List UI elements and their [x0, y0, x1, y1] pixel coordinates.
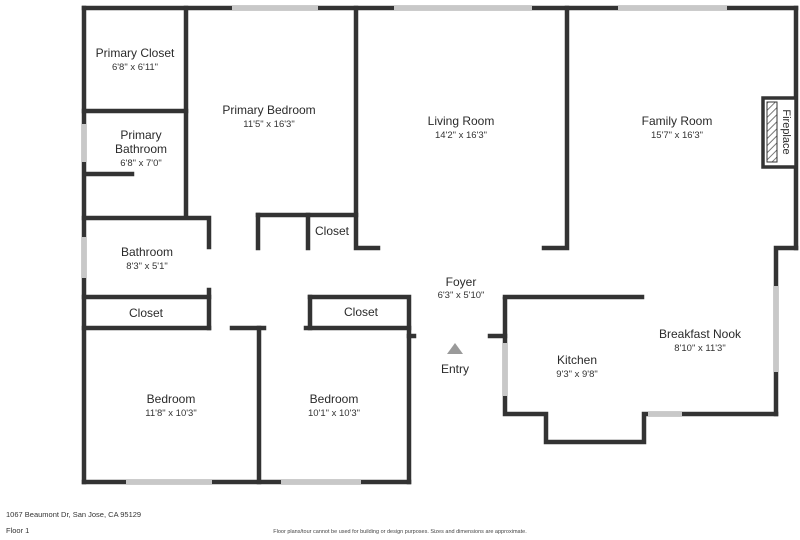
wall-right-jog: [773, 245, 799, 417]
room-dims-living-room: 14'2" x 16'3": [435, 130, 487, 141]
room-name-closet-center: Closet: [344, 305, 379, 319]
room-name-bedroom-left: Bedroom: [147, 392, 196, 406]
wall-living-family-divider: [541, 5, 570, 251]
room-name-closet-hall: Closet: [315, 224, 350, 238]
room-dims-bedroom-right: 10'1" x 10'3": [308, 408, 360, 419]
room-name-primary-bathroom-line2: Bathroom: [115, 142, 167, 156]
wall-center-closet: [307, 294, 412, 485]
room-dims-kitchen: 9'3" x 9'8": [556, 369, 598, 380]
room-dims-breakfast-nook: 8'10" x 11'3": [674, 343, 725, 354]
entry-label: Entry: [441, 362, 469, 376]
disclaimer-text: Floor plans/tour cannot be used for buil…: [273, 529, 527, 535]
room-dims-bathroom: 8'3" x 5'1": [126, 261, 168, 272]
wall-bottom-right: [502, 296, 779, 445]
room-dims-primary-bedroom: 11'5" x 16'3": [243, 119, 294, 130]
room-name-bathroom: Bathroom: [121, 245, 173, 259]
room-dims-primary-bathroom: 6'8" x 7'0": [120, 158, 162, 169]
wall-bath-top: [81, 215, 212, 250]
fireplace-label: Fireplace: [780, 109, 792, 154]
room-dims-primary-closet: 6'8" x 6'11": [112, 62, 158, 73]
room-name-closet-left: Closet: [129, 306, 164, 320]
room-name-foyer: Foyer: [446, 275, 477, 289]
room-name-kitchen: Kitchen: [557, 353, 597, 367]
fireplace: Fireplace: [761, 96, 798, 169]
floor-label: Floor 1: [6, 526, 30, 535]
room-name-primary-bedroom: Primary Bedroom: [222, 103, 315, 117]
wall-primary-bedroom-right: [353, 5, 381, 251]
walls: [81, 5, 799, 485]
windows: [82, 6, 778, 484]
room-name-breakfast-nook: Breakfast Nook: [659, 327, 742, 341]
room-name-living-room: Living Room: [428, 114, 495, 128]
room-dims-foyer: 6'3" x 5'10": [438, 290, 485, 301]
room-dims-family-room: 15'7" x 16'3": [651, 130, 703, 141]
property-address: 1067 Beaumont Dr, San Jose, CA 95129: [6, 510, 142, 519]
room-name-primary-bathroom-line1: Primary: [120, 128, 161, 142]
room-dims-bedroom-left: 11'8" x 10'3": [145, 408, 196, 419]
room-name-primary-closet: Primary Closet: [96, 46, 175, 60]
room-name-bedroom-right: Bedroom: [310, 392, 359, 406]
entry-arrow-icon: [447, 343, 463, 354]
room-name-family-room: Family Room: [642, 114, 713, 128]
